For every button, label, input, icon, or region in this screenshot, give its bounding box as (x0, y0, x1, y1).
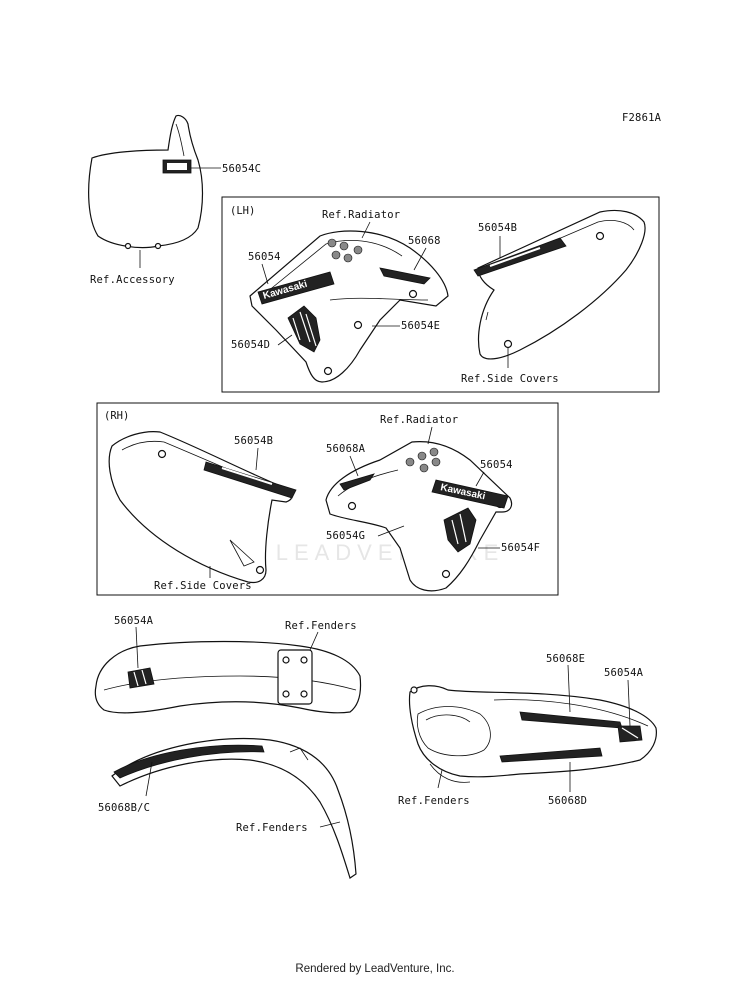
decal-56054b-rh-shape (203, 461, 297, 499)
label-front-56054a: 56054A (114, 615, 154, 627)
label-front-56068bc: 56068B/C (98, 802, 150, 814)
front-fender-upper[interactable] (94, 640, 362, 714)
label-rh-56054b: 56054B (234, 435, 273, 447)
lh-section-label: (LH) (230, 205, 255, 217)
decal-56068bc-shape (113, 744, 265, 779)
label-lh-56054e: 56054E (401, 320, 440, 332)
decal-56054a-front-shape (127, 667, 155, 689)
lh-side-cover[interactable] (473, 209, 646, 360)
decal-kawasaki-lh-shape (257, 271, 335, 305)
label-front-ref-fenders: Ref.Fenders (285, 620, 357, 632)
rh-side-cover[interactable] (108, 431, 297, 584)
footer-credit: Rendered by LeadVenture, Inc. (295, 963, 455, 975)
rh-radiator-shroud[interactable]: Kawasaki (325, 441, 513, 592)
label-rh-ref-radiator: Ref.Radiator (380, 414, 458, 426)
label-front-ref-fenders-2: Ref.Fenders (236, 822, 308, 834)
lh-radiator-shroud[interactable]: Kawasaki (249, 230, 449, 383)
label-lh-ref-radiator: Ref.Radiator (322, 209, 400, 221)
decal-56068d-shape (499, 747, 603, 763)
decal-kawasaki-rh-shape (431, 479, 509, 509)
decal-56054f-shape (443, 507, 477, 553)
label-56054c: 56054C (222, 163, 261, 175)
label-lh-56054b: 56054B (478, 222, 517, 234)
label-rear-ref-fenders: Ref.Fenders (398, 795, 470, 807)
label-rh-56054f: 56054F (501, 542, 540, 554)
rh-section-label: (RH) (104, 410, 129, 422)
label-rear-56068e: 56068E (546, 653, 585, 665)
label-lh-ref-side-covers: Ref.Side Covers (461, 373, 559, 385)
label-lh-56054: 56054 (248, 251, 281, 263)
decal-56054b-lh-shape (473, 237, 567, 277)
label-rh-ref-side-covers: Ref.Side Covers (154, 580, 252, 592)
label-rh-56054g: 56054G (326, 530, 365, 542)
rear-fender[interactable] (408, 685, 657, 783)
label-rh-56068a: 56068A (326, 443, 366, 455)
label-lh-56068: 56068 (408, 235, 441, 247)
front-fender-lower[interactable] (111, 737, 357, 879)
label-lh-56054d: 56054D (231, 339, 270, 351)
rh-section-box (96, 402, 559, 596)
number-plate[interactable] (88, 114, 204, 250)
label-ref-accessory: Ref.Accessory (90, 274, 175, 286)
decal-56054d-shape (287, 305, 321, 353)
label-rear-56054a: 56054A (604, 667, 644, 679)
diagram-id: F2861A (622, 112, 662, 124)
label-rear-56068d: 56068D (548, 795, 587, 807)
label-rh-56054: 56054 (480, 459, 513, 471)
decal-56054a-rear-shape (617, 725, 643, 743)
lh-section-box (221, 196, 660, 393)
